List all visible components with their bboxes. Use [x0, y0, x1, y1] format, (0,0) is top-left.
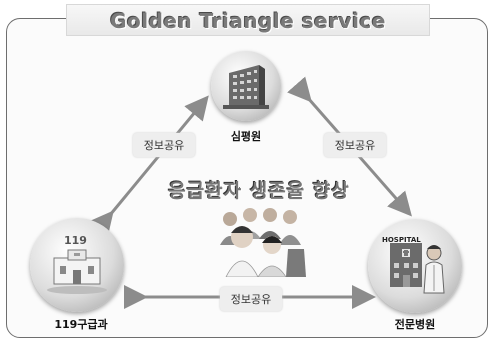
- family-group-photo: [220, 208, 306, 277]
- office-building-icon: [223, 65, 269, 109]
- link-label-bottom: 정보공유: [220, 287, 282, 311]
- node-right-label: 전문병원: [394, 318, 436, 331]
- hospital-sign: HOSPITAL: [382, 236, 421, 244]
- arrow-top-left: [89, 95, 209, 237]
- link-label-top-left: 정보공유: [133, 133, 195, 157]
- station-sign: 119: [64, 234, 87, 247]
- diagram-title: Golden Triangle service: [110, 9, 386, 33]
- node-top: [211, 51, 281, 121]
- node-left-label: 119구급과: [54, 318, 108, 331]
- link-label-top-right: 정보공유: [324, 133, 386, 157]
- center-message: 응급환자 생존율 향상: [168, 180, 350, 202]
- ambulance-station-icon: [47, 249, 107, 294]
- title-banner: Golden Triangle service: [66, 4, 430, 36]
- hospital-doctor-icon: [390, 243, 445, 294]
- node-top-label: 심평원: [230, 130, 262, 143]
- node-right: HOSPITAL: [368, 219, 462, 313]
- node-left: 119: [30, 218, 124, 312]
